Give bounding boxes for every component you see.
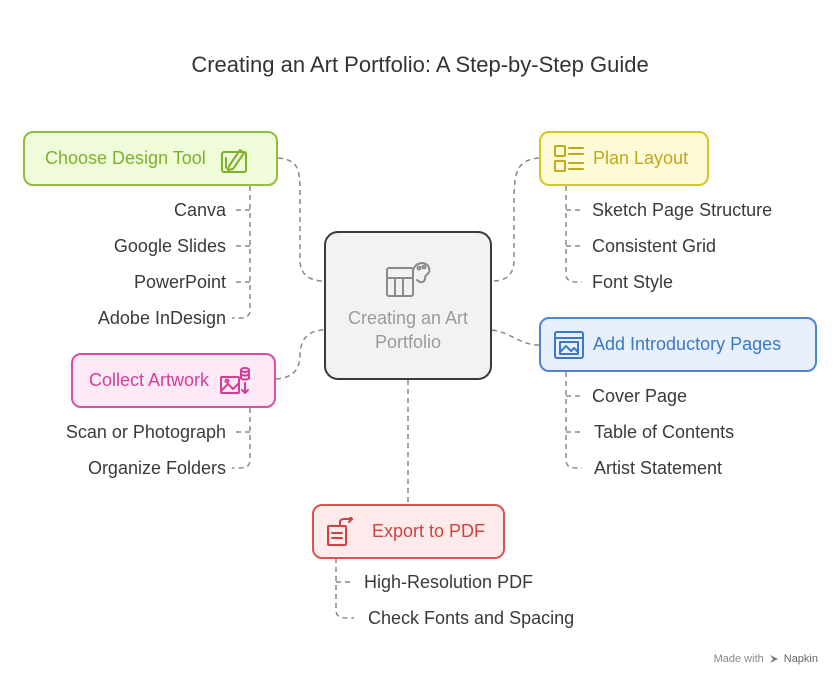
node-export-to-pdf[interactable]: Export to PDF [312, 504, 505, 559]
center-node[interactable]: Creating an Art Portfolio [324, 231, 492, 380]
footer-prefix: Made with [713, 653, 764, 665]
list-item: Check Fonts and Spacing [368, 608, 575, 628]
design-tool-icon [220, 148, 247, 173]
connector-design [277, 157, 325, 282]
center-label: Creating an Art Portfolio [347, 307, 469, 352]
list-item: Adobe InDesign [97, 308, 226, 328]
node-label: Plan Layout [593, 148, 689, 168]
node-label: Add Introductory Pages [593, 334, 782, 354]
list-item: Scan or Photograph [65, 422, 226, 442]
list-item: High-Resolution PDF [364, 572, 534, 592]
node-choose-design-tool[interactable]: Choose Design Tool [23, 131, 278, 186]
node-add-introductory-pages[interactable]: Add Introductory Pages [539, 317, 817, 372]
page-title: Creating an Art Portfolio: A Step-by-Ste… [191, 52, 649, 77]
connector-collect-items [232, 408, 251, 469]
export-document-icon [327, 516, 353, 546]
footer-brand: Napkin [783, 653, 818, 665]
browser-image-icon [554, 330, 584, 359]
node-label: Collect Artwork [89, 370, 210, 390]
list-item: Artist Statement [594, 458, 723, 478]
list-item: Table of Contents [594, 422, 735, 442]
connector-layout-items [565, 186, 582, 283]
list-item: Font Style [592, 272, 674, 292]
layout-list-icon [554, 144, 584, 172]
node-label: Export to PDF [372, 521, 486, 541]
list-item: PowerPoint [133, 272, 226, 292]
connector-collect [275, 329, 325, 380]
connector-design-items [232, 186, 251, 319]
list-item: Canva [173, 200, 226, 220]
connector-intro-items [565, 372, 582, 469]
node-plan-layout[interactable]: Plan Layout [539, 131, 709, 186]
connector-layout [491, 157, 540, 282]
napkin-logo-icon [769, 655, 778, 663]
palette-icon [386, 261, 431, 297]
node-label: Choose Design Tool [45, 148, 206, 168]
image-database-icon [220, 366, 251, 394]
list-item: Google Slides [113, 236, 226, 256]
made-with-badge[interactable]: Made with Napkin [714, 653, 818, 665]
list-item: Cover Page [592, 386, 688, 406]
connector-export-items [335, 558, 354, 619]
connector-intro [491, 329, 540, 346]
list-item: Organize Folders [87, 458, 226, 478]
list-item: Consistent Grid [592, 236, 717, 256]
node-collect-artwork[interactable]: Collect Artwork [71, 353, 276, 408]
list-item: Sketch Page Structure [592, 200, 773, 220]
